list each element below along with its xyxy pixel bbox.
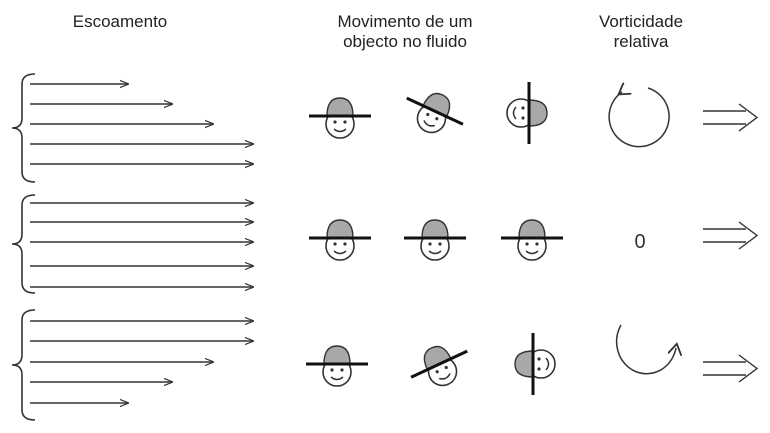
object-row-middle xyxy=(307,218,565,262)
double-arrow-right-icon xyxy=(703,103,759,132)
rotation-arrow-counterclockwise-icon xyxy=(608,88,670,148)
double-arrow-right-icon xyxy=(703,354,759,383)
header-flow: Escoamento xyxy=(72,12,168,31)
flow-row-top xyxy=(11,73,253,183)
vorticity-row-top xyxy=(608,88,670,148)
smiley-hat-icon xyxy=(513,331,557,397)
brace-bottom xyxy=(11,309,36,421)
smiley-hat-icon xyxy=(307,96,373,140)
flow-row-bottom xyxy=(11,309,253,421)
smiley-hat-icon xyxy=(307,218,373,262)
object-row-top xyxy=(307,80,549,146)
smiley-hat-icon xyxy=(395,80,473,146)
flow-row-middle xyxy=(11,194,253,294)
brace-middle xyxy=(11,194,36,294)
smiley-hat-icon xyxy=(402,218,468,262)
smiley-hat-icon xyxy=(505,80,549,146)
brace-top xyxy=(11,73,36,183)
smiley-hat-icon xyxy=(401,333,479,399)
vorticity-row-bottom xyxy=(615,324,676,375)
vorticity-row-middle: 0 xyxy=(634,231,645,253)
double-arrow-right-icon xyxy=(703,221,759,250)
smiley-hat-icon xyxy=(499,218,565,262)
object-row-bottom xyxy=(304,331,557,399)
zero-label: 0 xyxy=(634,231,645,253)
smiley-hat-icon xyxy=(304,344,370,388)
flow-direction-arrows xyxy=(703,103,759,383)
rotation-arrow-clockwise-icon xyxy=(615,324,676,375)
